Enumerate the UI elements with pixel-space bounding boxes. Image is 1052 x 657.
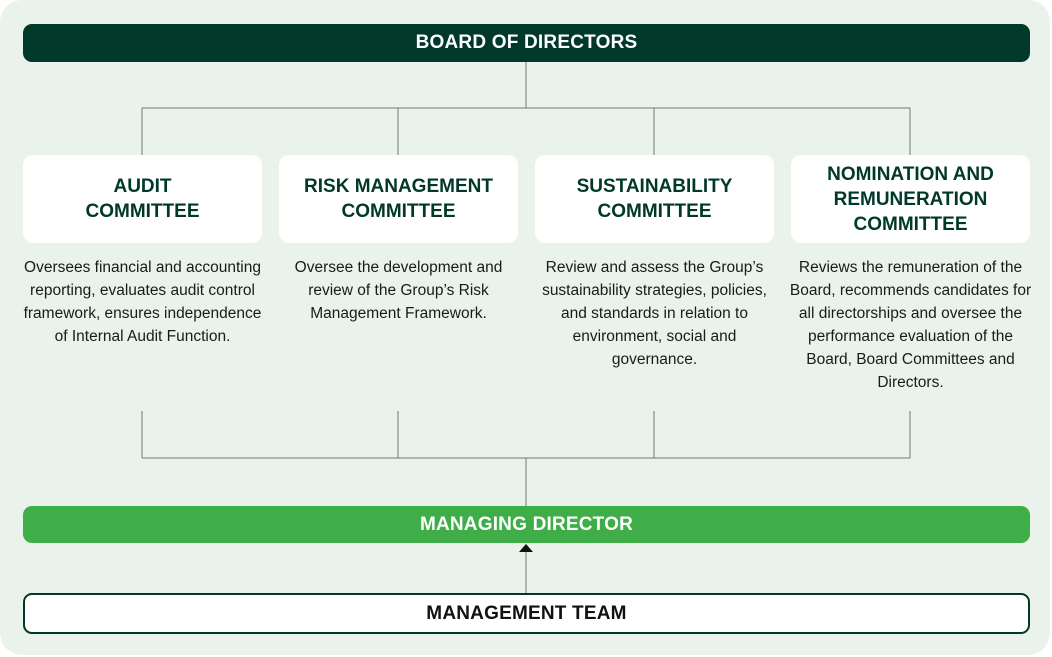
committee-card-sustainability: SUSTAINABILITY COMMITTEE (535, 155, 774, 243)
committee-title: SUSTAINABILITY COMMITTEE (576, 176, 733, 222)
committee-card-audit: AUDIT COMMITTEE (23, 155, 262, 243)
committee-title: RISK MANAGEMENT COMMITTEE (304, 176, 493, 222)
committee-description-audit: Oversees financial and accounting report… (23, 259, 262, 345)
committee-description-nomination: Reviews the remuneration of the Board, r… (789, 259, 1032, 391)
management-team-title: MANAGEMENT TEAM (426, 602, 627, 624)
managing-director-title: MANAGING DIRECTOR (419, 513, 634, 535)
committee-description-sustainability: Review and assess the Group’s sustainabi… (542, 259, 767, 368)
committee-description-risk: Oversee the development and review of th… (294, 259, 503, 322)
committee-card-nomination: NOMINATION AND REMUNERATION COMMITTEE (791, 155, 1030, 243)
committee-title: AUDIT COMMITTEE (85, 176, 200, 222)
committee-card-risk: RISK MANAGEMENT COMMITTEE (279, 155, 518, 243)
management-team-bar: MANAGEMENT TEAM (23, 593, 1030, 634)
managing-director-bar: MANAGING DIRECTOR (23, 506, 1030, 543)
board-of-directors-bar: BOARD OF DIRECTORS (23, 24, 1030, 62)
arrow-up-icon (519, 544, 533, 552)
board-title: BOARD OF DIRECTORS (415, 32, 638, 53)
committee-title: NOMINATION AND REMUNERATION COMMITTEE (827, 163, 994, 235)
